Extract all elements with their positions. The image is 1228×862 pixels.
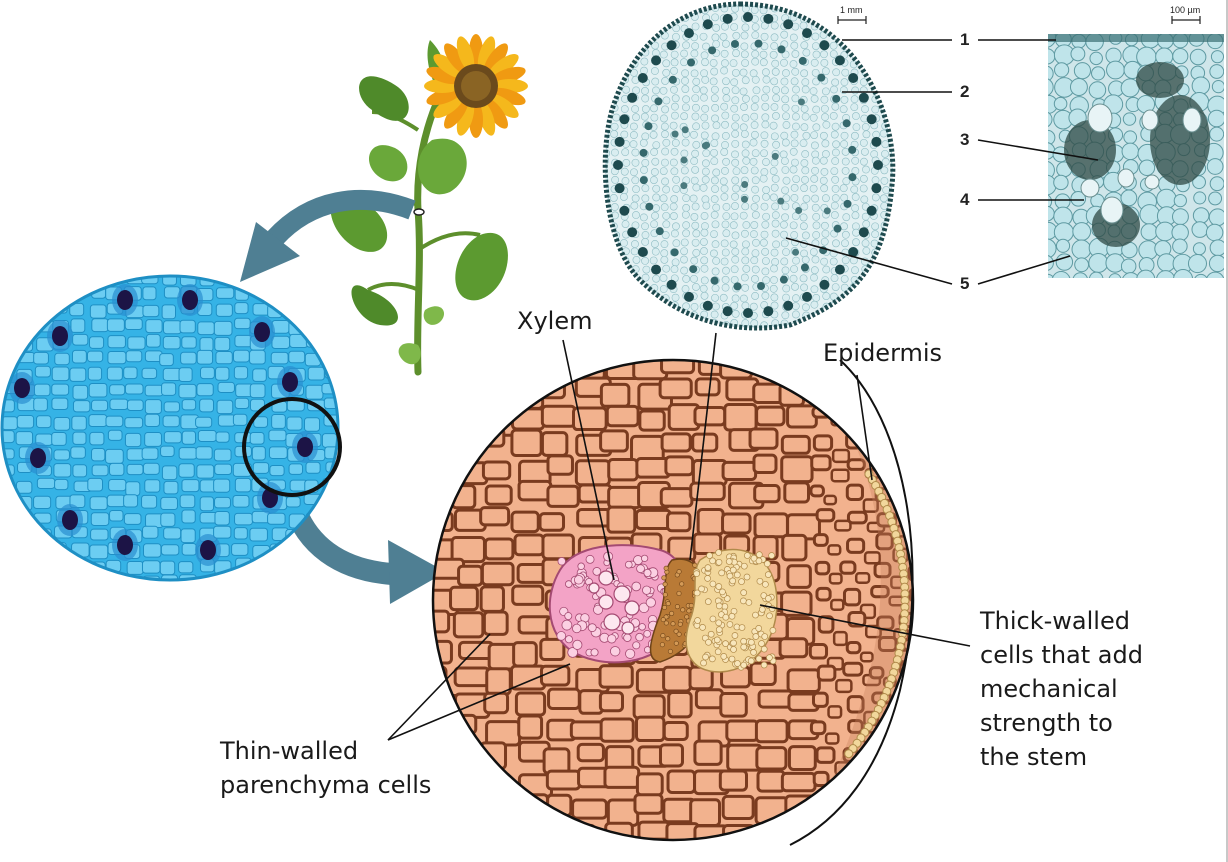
label-thick-walled-cells: Thick-walled cells that add mechanical s… <box>980 604 1143 774</box>
label-xylem: Xylem <box>517 307 593 335</box>
label-thin-walled-parenchyma: Thin-walled parenchyma cells <box>220 734 431 802</box>
scale-bar-left <box>837 16 867 24</box>
scale-label-left: 1 mm <box>840 5 863 15</box>
magnified-view-outline <box>789 359 914 846</box>
arrow-to-magnified-view <box>281 496 446 604</box>
scale-bar-right <box>1171 16 1201 24</box>
arrow-to-stained-section <box>240 190 416 282</box>
micrograph-number-1: 1 <box>960 30 970 49</box>
micrograph-leader-lines <box>785 39 1099 285</box>
label-thick-walled-line-1: Thick-walled <box>980 607 1130 635</box>
label-thick-walled-line-4: strength to <box>980 709 1113 737</box>
micrograph-number-4: 4 <box>960 190 970 209</box>
micrograph-number-2: 2 <box>960 82 970 101</box>
label-thin-walled-line-1: Thin-walled <box>220 737 359 765</box>
magnified-vascular-bundle <box>431 358 915 842</box>
magnifier-circle <box>242 397 342 497</box>
label-leader-lines <box>387 332 971 741</box>
label-epidermis: Epidermis <box>823 339 943 367</box>
page-edge-line <box>1226 0 1228 862</box>
label-thick-walled-line-2: cells that add <box>980 641 1143 669</box>
scale-label-right: 100 µm <box>1170 5 1201 15</box>
label-thick-walled-line-5: the stem <box>980 743 1088 771</box>
micrograph-number-3: 3 <box>960 130 970 149</box>
sunflower-plant <box>330 34 528 376</box>
label-thick-walled-line-3: mechanical <box>980 675 1118 703</box>
label-thin-walled-line-2: parenchyma cells <box>220 771 432 799</box>
micrograph-detail-panel <box>1048 34 1224 278</box>
micrograph-cross-section <box>602 1 896 331</box>
micrograph-number-5: 5 <box>960 274 970 293</box>
